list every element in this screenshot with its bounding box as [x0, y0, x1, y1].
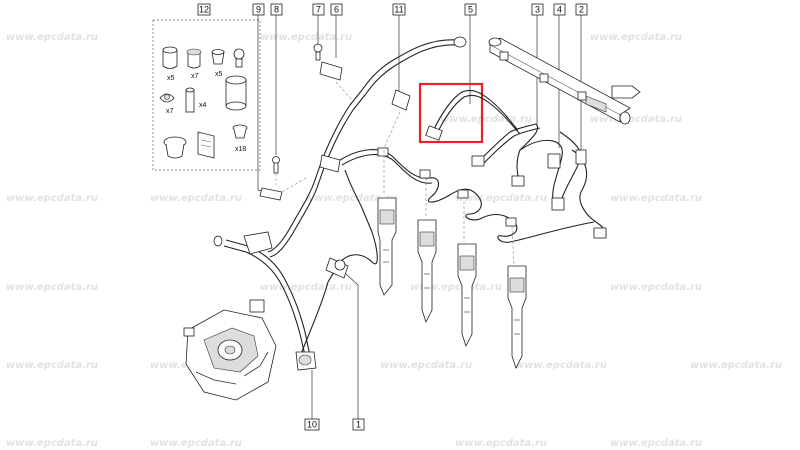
callout-3[interactable]: 3 [531, 3, 544, 16]
watermark: www.epcdata.ru [260, 282, 352, 293]
callout-6[interactable]: 6 [330, 3, 343, 16]
callout-8[interactable]: 8 [270, 3, 283, 16]
watermark: www.epcdata.ru [6, 438, 98, 449]
leak-off-return-line [339, 147, 595, 243]
injector-1 [377, 197, 397, 296]
callout-2[interactable]: 2 [575, 3, 588, 16]
callout-12[interactable]: 12 [197, 3, 211, 16]
kit-qty: x7 [166, 108, 174, 115]
callout-10[interactable]: 10 [304, 418, 320, 431]
seal-cap-part [186, 48, 202, 69]
callout-1[interactable]: 1 [352, 418, 365, 431]
sleeve-part [211, 49, 225, 65]
watermark: www.epcdata.ru [150, 193, 242, 204]
washer-part [159, 93, 175, 103]
injector-pipes [425, 89, 607, 239]
injector-3 [457, 243, 477, 348]
bolt-part [233, 48, 245, 68]
svg-text:5: 5 [468, 5, 473, 15]
fuel-rail [488, 37, 641, 125]
callout-9[interactable]: 9 [252, 3, 265, 16]
kit-qty: x4 [199, 102, 207, 109]
watermarks: www.epcdata.ru www.epcdata.ru www.epcdat… [6, 32, 782, 449]
watermark: www.epcdata.ru [440, 114, 532, 125]
callout-5[interactable]: 5 [464, 3, 477, 16]
watermark: www.epcdata.ru [6, 32, 98, 43]
watermark: www.epcdata.ru [305, 193, 397, 204]
watermark: www.epcdata.ru [260, 32, 352, 43]
feed-pipe [267, 36, 467, 258]
watermark: www.epcdata.ru [610, 282, 702, 293]
watermark: www.epcdata.ru [455, 438, 547, 449]
kit-qty: x7 [191, 73, 199, 80]
injector-4 [507, 265, 527, 370]
watermark: www.epcdata.ru [610, 193, 702, 204]
pipe-clips [259, 43, 343, 201]
pump-outlet-pipe-part-10 [213, 231, 317, 371]
watermark: www.epcdata.ru [455, 193, 547, 204]
watermark: www.epcdata.ru [690, 360, 782, 371]
watermark: www.epcdata.ru [6, 193, 98, 204]
callout-4[interactable]: 4 [553, 3, 566, 16]
svg-text:12: 12 [199, 5, 209, 15]
svg-text:6: 6 [334, 5, 339, 15]
watermark: www.epcdata.ru [515, 360, 607, 371]
return-pipe-part-1 [297, 169, 378, 363]
svg-text:4: 4 [557, 5, 562, 15]
svg-text:7: 7 [316, 5, 321, 15]
assembly-dashed-lines [335, 81, 515, 265]
booklet-part [197, 131, 215, 159]
watermark: www.epcdata.ru [410, 282, 502, 293]
injector-2 [417, 219, 437, 324]
svg-text:10: 10 [307, 420, 317, 430]
watermark: www.epcdata.ru [6, 282, 98, 293]
callout-labels: 12 9 8 7 6 11 5 3 [197, 3, 588, 431]
high-pressure-pump [183, 299, 277, 401]
grommet-part [232, 124, 248, 139]
watermark: www.epcdata.ru [590, 32, 682, 43]
seal-kit-box: x5 x7 x5 x7 x4 x18 [152, 19, 261, 171]
bushing-part [225, 75, 247, 111]
svg-text:2: 2 [579, 5, 584, 15]
watermark: www.epcdata.ru [6, 360, 98, 371]
ring-part [163, 136, 187, 159]
kit-qty: x18 [235, 146, 246, 153]
watermark: www.epcdata.ru [590, 114, 682, 125]
kit-qty: x5 [167, 75, 175, 82]
watermark: www.epcdata.ru [380, 360, 472, 371]
callout-7[interactable]: 7 [312, 3, 325, 16]
svg-text:11: 11 [394, 5, 403, 15]
seal-ring-part [162, 46, 178, 69]
svg-text:8: 8 [274, 5, 279, 15]
callout-11[interactable]: 11 [392, 3, 406, 16]
svg-text:1: 1 [356, 420, 361, 430]
svg-text:9: 9 [256, 5, 261, 15]
watermark: www.epcdata.ru [610, 438, 702, 449]
highlight-box [418, 82, 484, 144]
kit-qty: x5 [215, 71, 223, 78]
watermark: www.epcdata.ru [150, 438, 242, 449]
svg-text:3: 3 [535, 5, 540, 15]
pin-part [185, 87, 195, 113]
